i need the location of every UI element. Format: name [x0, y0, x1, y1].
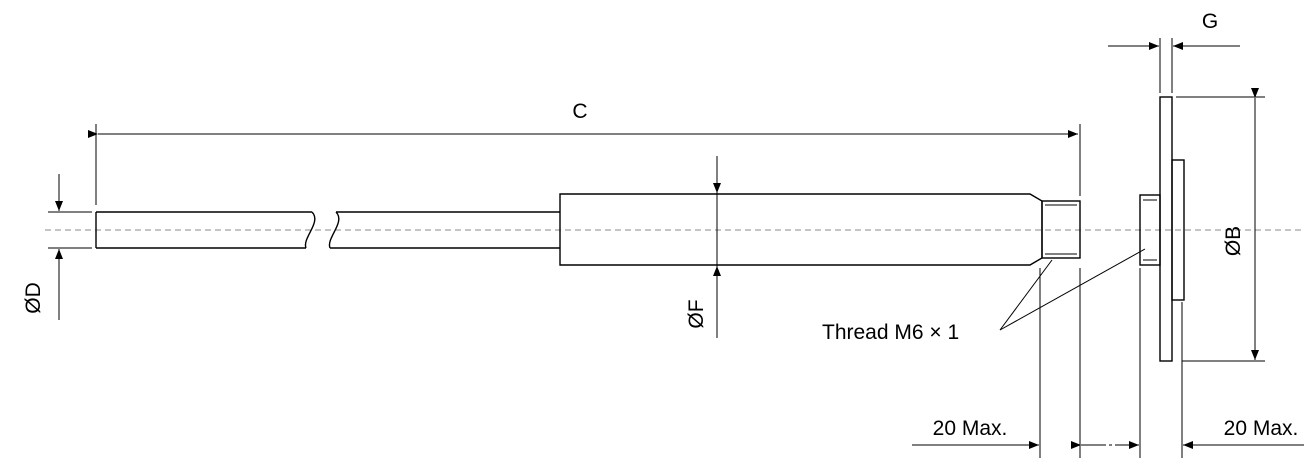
thread-callout: Thread M6 × 1 [822, 248, 1146, 344]
right-clearance-label: 20 Max. [1224, 417, 1299, 440]
dimension-g-label: G [1202, 10, 1218, 33]
dimension-d-label: ØD [22, 282, 45, 314]
dimension-f-label: ØF [685, 299, 708, 328]
dimension-g: G [1108, 10, 1240, 93]
dimension-c-label: C [572, 100, 587, 123]
dimension-c: C [88, 100, 1081, 205]
sensor-body [559, 193, 1081, 266]
flange [1139, 96, 1185, 362]
left-clearance-label: 20 Max. [933, 417, 1008, 440]
dimension-f: ØF [685, 156, 721, 338]
dimension-d: ØD [22, 174, 92, 320]
rod [95, 211, 560, 249]
dimension-b-label: ØB [1222, 226, 1245, 256]
clearance-dimensions: 20 Max. 20 Max. [912, 268, 1304, 458]
thread-label: Thread M6 × 1 [822, 321, 959, 344]
dimension-b: ØB [1176, 88, 1265, 362]
